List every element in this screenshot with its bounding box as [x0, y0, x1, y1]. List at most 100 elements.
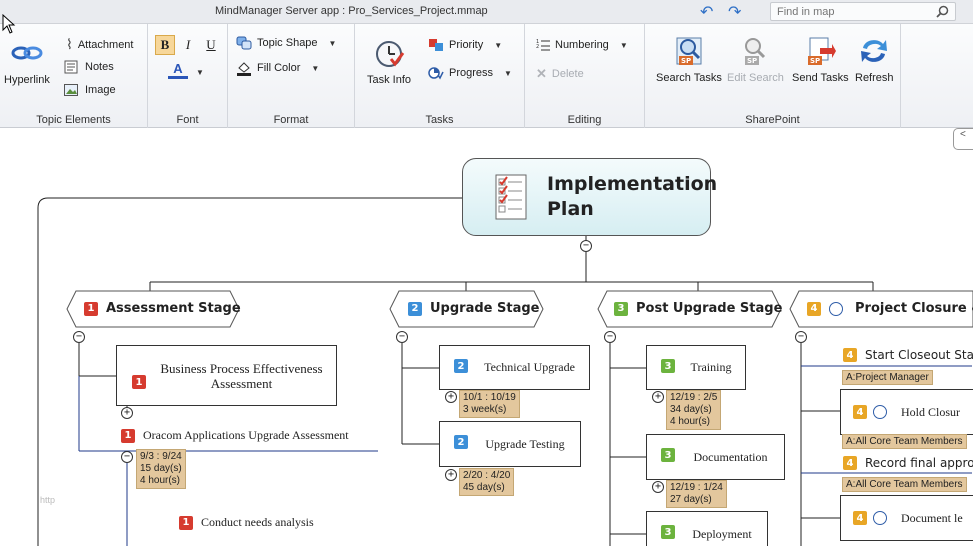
svg-text:SP: SP — [747, 57, 757, 65]
branch-collapse-toggle[interactable]: − — [73, 331, 85, 343]
main-topic-label: Assessment Stage — [106, 301, 241, 316]
font-color-dropdown-icon[interactable]: ▼ — [196, 68, 204, 77]
italic-button[interactable]: I — [185, 37, 191, 52]
attachment-button[interactable]: ⌇ Attachment — [66, 36, 133, 53]
subtopic-needs-analysis[interactable]: 1 Conduct needs analysis — [179, 515, 314, 530]
subtopic-label: Upgrade Testing — [485, 436, 565, 451]
notes-icon — [64, 60, 78, 74]
task-duration: 45 day(s) — [463, 482, 505, 493]
subtopic-label: Technical Upgrade — [484, 360, 575, 374]
group-sharepoint: SP Search Tasks SP Edit Search SP Send T… — [645, 24, 901, 128]
central-topic[interactable]: Implementation Plan — [462, 158, 718, 236]
priority-2-icon: 2 — [454, 435, 468, 449]
font-color-label: A — [173, 61, 183, 76]
main-topic-post-upgrade[interactable]: 3 Post Upgrade Stage — [614, 301, 782, 316]
progress-empty-icon — [829, 301, 843, 316]
main-topic-upgrade[interactable]: 2 Upgrade Stage — [408, 301, 539, 316]
subtopic-expand-toggle[interactable]: + — [652, 481, 664, 493]
undo-icon[interactable]: ↶ — [700, 4, 714, 21]
subtopic-hold-closure[interactable]: 4 Hold Closur — [840, 389, 973, 435]
title-bar: MindManager Server app : Pro_Services_Pr… — [0, 0, 973, 34]
image-label: Image — [85, 84, 116, 96]
ribbon: Hyperlink ⌇ Attachment Notes Image Topic… — [0, 24, 973, 152]
notes-button[interactable]: Notes — [64, 60, 114, 74]
refresh-icon — [858, 34, 890, 68]
numbering-icon: 12 — [536, 39, 550, 51]
subtopic-technical-upgrade[interactable]: 2 Technical Upgrade — [439, 345, 590, 390]
task-info-icon — [373, 36, 405, 70]
subtopic-collapse-toggle[interactable]: − — [121, 451, 133, 463]
priority-icon — [429, 39, 443, 51]
priority-4-icon: 4 — [843, 348, 857, 362]
task-info-training: 12/19 : 2/5 34 day(s) 4 hour(s) — [666, 390, 722, 430]
subtopic-oracom-upgrade[interactable]: 1 Oracom Applications Upgrade Assessment — [121, 428, 349, 443]
font-color-button[interactable]: A — [168, 61, 188, 79]
branch-collapse-toggle[interactable]: − — [795, 331, 807, 343]
chevron-down-icon: ▼ — [504, 68, 512, 78]
group-label-sharepoint: SharePoint — [745, 114, 800, 126]
group-topic-elements: Hyperlink ⌇ Attachment Notes Image Topic… — [0, 24, 148, 128]
collapse-panel-tab[interactable]: < — [953, 128, 973, 150]
task-duration: 27 day(s) — [670, 494, 712, 505]
delete-button[interactable]: ✕ Delete — [536, 66, 584, 82]
central-topic-label: Implementation Plan — [547, 173, 718, 220]
redo-icon[interactable]: ↷ — [728, 4, 742, 21]
main-topic-label: Upgrade Stage — [430, 301, 540, 316]
group-font: B I U A ▼ Font — [148, 24, 228, 128]
resource-project-manager: A:Project Manager — [842, 370, 933, 385]
task-duration: 15 day(s) — [140, 463, 182, 474]
branch-collapse-toggle[interactable]: − — [396, 331, 408, 343]
subtopic-label: Business Process Effectiveness Assessmen… — [160, 360, 323, 391]
send-tasks-button[interactable]: SP Send Tasks — [792, 34, 849, 84]
edit-search-button[interactable]: SP Edit Search — [727, 34, 784, 84]
image-button[interactable]: Image — [64, 84, 116, 96]
hyperlink-label: Hyperlink — [4, 74, 50, 86]
subtopic-training[interactable]: 3 Training — [646, 345, 746, 390]
task-duration: 34 day(s) — [670, 404, 712, 415]
search-icon[interactable] — [936, 5, 949, 18]
underline-button[interactable]: U — [206, 37, 216, 52]
subtopic-upgrade-testing[interactable]: 2 Upgrade Testing — [439, 421, 581, 467]
subtopic-label: Start Closeout Sta — [865, 348, 973, 362]
find-in-map-input[interactable] — [771, 3, 931, 21]
edit-search-icon: SP — [739, 34, 771, 68]
subtopic-expand-toggle[interactable]: + — [445, 391, 457, 403]
subtopic-documentation[interactable]: 3 Documentation — [646, 434, 785, 480]
priority-button[interactable]: Priority ▼ — [428, 38, 502, 52]
delete-icon: ✕ — [536, 66, 547, 81]
find-in-map-box[interactable] — [770, 2, 956, 21]
subtopic-expand-toggle[interactable]: + — [652, 391, 664, 403]
subtopic-start-closeout[interactable]: 4 Start Closeout Sta — [843, 348, 973, 362]
bold-button[interactable]: B — [155, 35, 175, 55]
central-collapse-toggle[interactable]: − — [580, 240, 592, 252]
hyperlink-button[interactable]: Hyperlink — [4, 36, 50, 86]
task-info-button[interactable]: Task Info — [367, 36, 411, 86]
refresh-button[interactable]: Refresh — [855, 34, 894, 84]
task-dates: 2/20 : 4/20 — [463, 470, 511, 481]
search-tasks-button[interactable]: SP Search Tasks — [656, 34, 722, 84]
mouse-pointer-icon — [2, 14, 16, 34]
map-canvas[interactable]: < Implementation Plan − 1 Assessment Sta… — [0, 128, 973, 546]
window-title: MindManager Server app : Pro_Services_Pr… — [215, 5, 488, 17]
main-topic-label: Project Closure & — [855, 301, 973, 316]
subtopic-deployment[interactable]: 3 Deployment — [646, 511, 768, 546]
subtopic-record-final-approval[interactable]: 4 Record final appro — [843, 456, 973, 470]
group-format: Topic Shape ▼ Fill Color ▼ Format — [228, 24, 355, 128]
task-info-documentation: 12/19 : 1/24 27 day(s) — [666, 480, 727, 508]
priority-4-icon: 4 — [853, 511, 867, 525]
search-tasks-icon: SP — [673, 34, 705, 68]
progress-button[interactable]: Progress ▼ — [428, 66, 512, 80]
task-duration: 3 week(s) — [463, 404, 507, 415]
subtopic-business-process[interactable]: 1 Business Process Effectiveness Assessm… — [116, 345, 337, 406]
main-topic-assessment[interactable]: 1 Assessment Stage — [84, 301, 241, 316]
delete-label: Delete — [551, 68, 584, 80]
subtopic-expand-toggle[interactable]: + — [445, 469, 457, 481]
subtopic-expand-toggle[interactable]: + — [121, 407, 133, 419]
main-topic-closure[interactable]: 4 Project Closure & — [807, 301, 973, 316]
topic-shape-button[interactable]: Topic Shape ▼ — [236, 36, 336, 50]
fill-color-button[interactable]: Fill Color ▼ — [236, 60, 319, 76]
group-label-editing: Editing — [567, 114, 602, 126]
subtopic-document-lessons[interactable]: 4 Document le — [840, 495, 973, 541]
branch-collapse-toggle[interactable]: − — [604, 331, 616, 343]
